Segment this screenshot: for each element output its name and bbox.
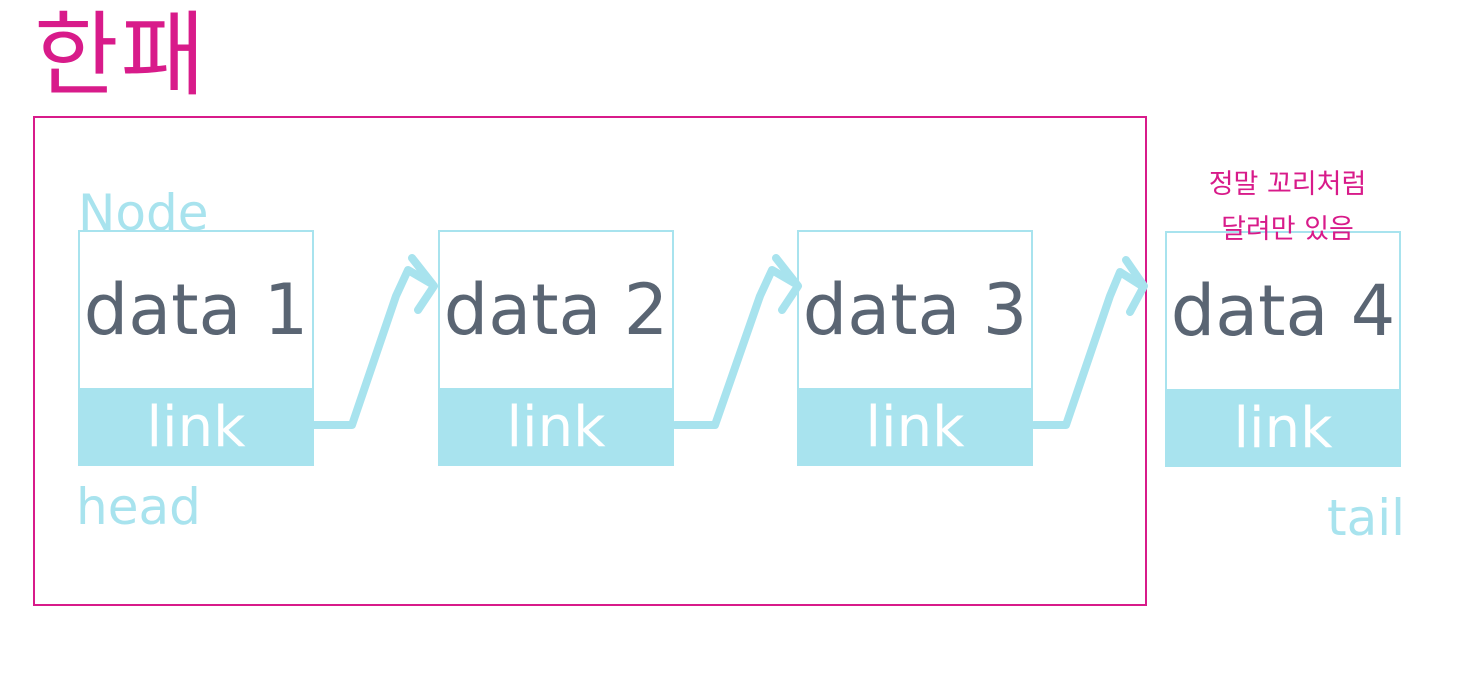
link-arrow-2-head <box>772 254 802 314</box>
node-1-data: data 1 <box>83 269 309 351</box>
node-label: Node <box>78 184 209 242</box>
head-label: head <box>76 478 201 536</box>
group-title: 한패 <box>34 2 208 109</box>
tail-note-line-1: 정말 꼬리처럼 <box>1208 169 1367 200</box>
group-box <box>33 116 1147 606</box>
node-2: data 2 link <box>438 230 674 466</box>
link-arrow-3 <box>1030 268 1146 429</box>
node-1: data 1 link <box>78 230 314 466</box>
link-arrow-2 <box>671 266 800 429</box>
node-2-data: data 2 <box>443 269 669 351</box>
node-3-data: data 3 <box>802 269 1028 351</box>
node-4-data: data 4 <box>1170 270 1396 352</box>
tail-note: 정말 꼬리처럼 달려만 있음 <box>1175 162 1400 252</box>
node-4: data 4 link <box>1165 231 1401 467</box>
node-2-link: link <box>438 388 674 466</box>
link-arrow-1 <box>310 266 436 429</box>
link-arrow-1-head <box>408 254 438 314</box>
node-3-link: link <box>797 388 1033 466</box>
node-3: data 3 link <box>797 230 1033 466</box>
link-arrow-3-head <box>1122 256 1148 316</box>
node-1-link: link <box>78 388 314 466</box>
tail-note-line-2: 달려만 있음 <box>1221 214 1354 245</box>
tail-label: tail <box>1327 489 1406 547</box>
node-4-link: link <box>1165 389 1401 467</box>
